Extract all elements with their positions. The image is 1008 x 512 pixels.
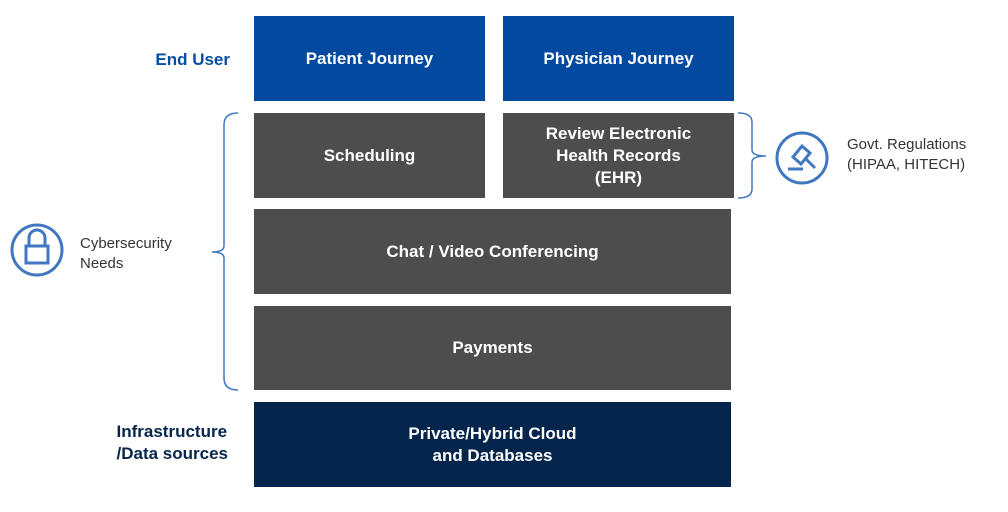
chat-video-box: Chat / Video Conferencing bbox=[254, 209, 731, 294]
end-user-label: End User bbox=[155, 50, 230, 69]
lock-icon bbox=[10, 223, 64, 277]
infrastructure-label: Infrastructure /Data sources bbox=[116, 422, 229, 463]
patient-journey-box: Patient Journey bbox=[254, 16, 485, 101]
regulations-brace bbox=[737, 112, 767, 199]
cybersecurity-brace bbox=[211, 112, 239, 391]
cloud-databases-box: Private/Hybrid Cloud and Databases bbox=[254, 402, 731, 487]
physician-journey-box: Physician Journey bbox=[503, 16, 734, 101]
gavel-icon bbox=[775, 131, 829, 185]
regulations-label: Govt. Regulations (HIPAA, HITECH) bbox=[847, 136, 967, 173]
ehr-box: Review Electronic Health Records (EHR) bbox=[503, 113, 734, 198]
scheduling-box: Scheduling bbox=[254, 113, 485, 198]
cybersecurity-label: Cybersecurity Needs bbox=[80, 235, 172, 272]
payments-box: Payments bbox=[254, 306, 731, 390]
